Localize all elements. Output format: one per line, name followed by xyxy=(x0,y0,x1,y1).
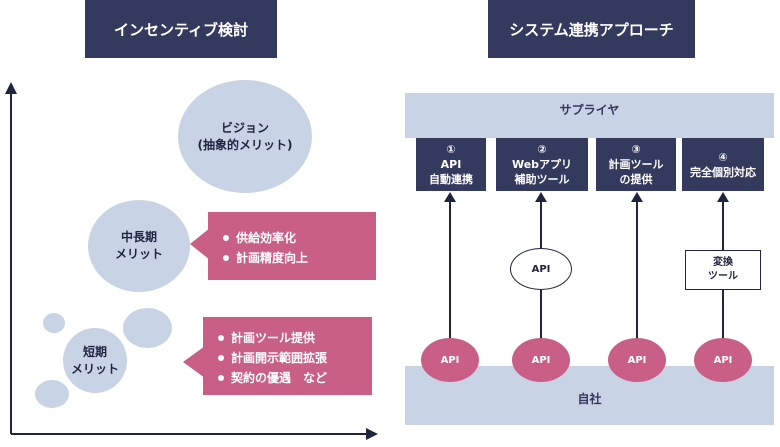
mid-term-callout: 供給効率化 計画精度向上 xyxy=(208,212,376,280)
arrow-4-top xyxy=(717,192,729,250)
arrow-2-bottom xyxy=(540,289,542,341)
short-item: 計画ツール提供 xyxy=(215,328,372,348)
short-term-bubble: 短期 メリット xyxy=(63,328,127,393)
api-node-2: API xyxy=(512,338,570,382)
short-term-callout: 計画ツール提供 計画開示範囲拡張 契約の優遇 など xyxy=(203,317,372,395)
mid-item: 供給効率化 xyxy=(220,228,376,248)
small-bubble-2 xyxy=(123,308,172,348)
arrow-4-bottom xyxy=(722,290,724,340)
system-title: システム連携アプローチ xyxy=(488,0,695,58)
api-node-1: API xyxy=(421,338,479,382)
arrow-2-top xyxy=(535,192,547,250)
mid-callout-pointer xyxy=(190,228,210,260)
approach-box-3: ③ 計画ツール の提供 xyxy=(596,138,676,191)
api-node-3: API xyxy=(608,338,666,382)
approach-box-1: ① API 自動連携 xyxy=(416,138,486,191)
small-bubble-1 xyxy=(43,313,65,333)
short-item: 契約の優遇 など xyxy=(215,368,372,388)
supplier-band: サプライヤ xyxy=(405,93,774,138)
approach-box-4: ④ 完全個別対応 xyxy=(682,138,764,191)
mid-item: 計画精度向上 xyxy=(220,248,376,268)
arrow-1 xyxy=(444,192,456,340)
api-node-4: API xyxy=(694,338,752,382)
approach-box-2: ② Webアプリ 補助ツール xyxy=(496,138,588,191)
incentive-title: インセンティブ検討 xyxy=(85,0,277,58)
mid-term-bubble: 中長期 メリット xyxy=(88,200,190,292)
vision-bubble: ビジョン (抽象的メリット) xyxy=(178,80,312,193)
short-item: 計画開示範囲拡張 xyxy=(215,348,372,368)
axes xyxy=(5,82,378,440)
short-callout-pointer xyxy=(183,346,205,378)
convert-tool-box: 変換 ツール xyxy=(685,250,761,290)
y-axis-arrowhead xyxy=(5,82,17,94)
arrow-3 xyxy=(631,192,643,340)
x-axis-arrowhead xyxy=(366,428,378,440)
small-bubble-3 xyxy=(35,380,69,408)
mid-api-ellipse: API xyxy=(510,248,572,290)
